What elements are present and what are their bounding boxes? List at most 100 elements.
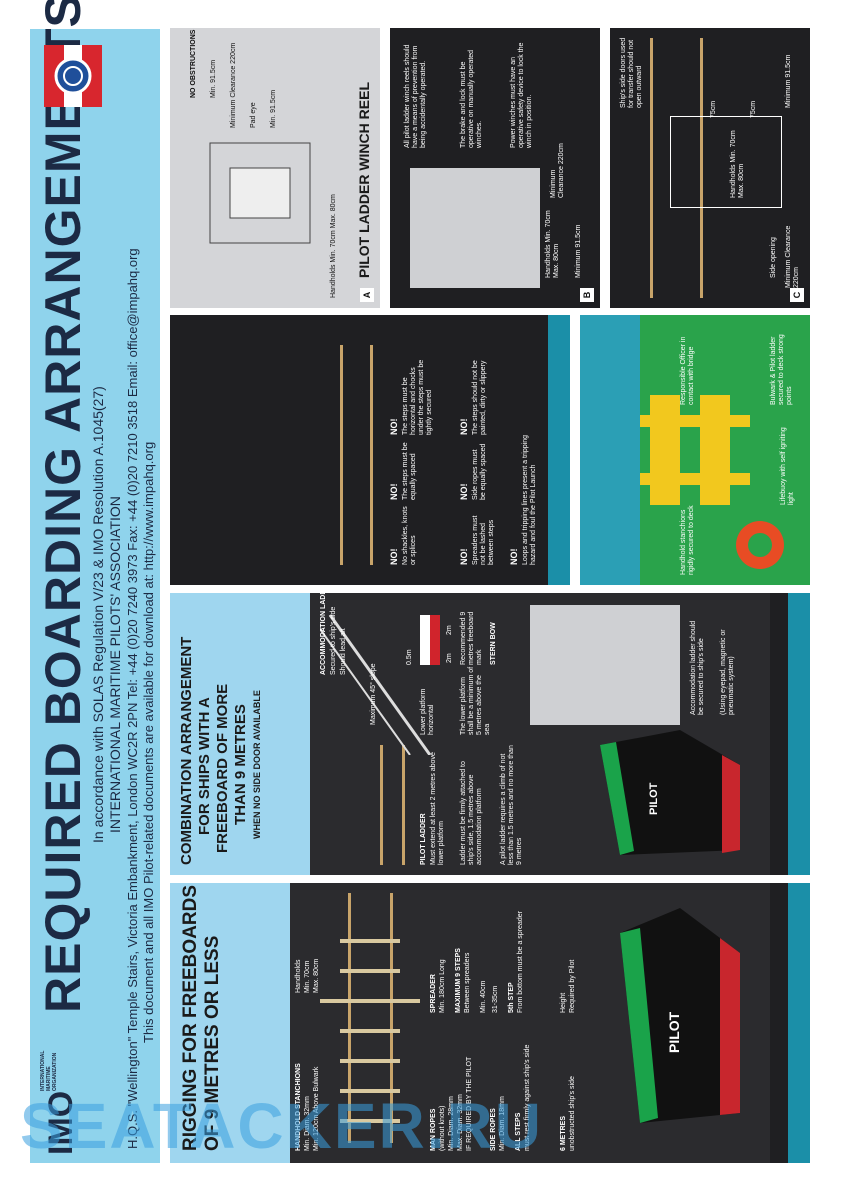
handhold-secured: Handhold stanchions rigidly secured to d… (680, 505, 695, 575)
min-clearance-b: Minimum Clearance 220cm (550, 143, 565, 198)
no-6-text: The steps should not be painted, dirty o… (472, 360, 487, 435)
handholds-b: Handholds Min. 70cm Max. 80cm (545, 210, 560, 278)
height-note: Required by Pilot (569, 959, 576, 1013)
combination-title-1: COMBINATION ARRANGEMENT (178, 636, 195, 865)
dim-75cm-a: 75cm (710, 100, 717, 118)
dim-05m: 0.5m (406, 649, 413, 665)
panel-combination: COMBINATION ARRANGEMENT FOR SHIPS WITH A… (170, 593, 810, 875)
no-2-text: The steps must be equally spaced (402, 442, 417, 500)
winch-note-1: All pilot ladder winch reels should have… (404, 44, 427, 149)
freeboard-mark-white (420, 615, 430, 665)
panel-winch-a: A PILOT LADDER WINCH REEL NO OBSTRUCTION… (170, 28, 380, 308)
combination-title-4: THAN 9 METRES (232, 704, 249, 825)
winch-title: PILOT LADDER WINCH REEL (356, 82, 372, 278)
spreader-step (320, 999, 420, 1003)
panel-rigging: RIGGING FOR FREEBOARDS OF 9 METRES OR LE… (170, 883, 810, 1163)
sea-area (788, 593, 810, 875)
panel-winch-b: B All pilot ladder winch reels should ha… (390, 28, 600, 308)
lifebuoy-note: Lifebuoy with self igniting light (780, 427, 795, 505)
max-slope: Maximum 45° slope (370, 663, 377, 725)
lower-platform-5m: The lower platform shall be a minimum of… (460, 666, 491, 735)
fifth-step-label: 5th STEP (508, 982, 515, 1013)
accommodation-ladder-label: ACCOMMODATION LADDER (320, 593, 327, 675)
bulwark-secured: Bulwark & Pilot ladder secured to deck s… (770, 334, 793, 405)
step-spacing: 31-35cm (492, 985, 499, 1013)
side-rope (340, 345, 343, 565)
badge-a: A (360, 288, 374, 302)
pilot-ladder-rope (380, 745, 383, 865)
stern-bow: STERN BOW (490, 622, 497, 665)
winch-diagram (410, 168, 540, 288)
detail-inset (530, 605, 680, 725)
pilot-boat-icon (620, 908, 740, 1123)
side-rope (650, 38, 653, 298)
winch-reel-icon (209, 142, 311, 244)
side-doors-note: Ship's side doors used for transfer shou… (620, 37, 643, 108)
min-915-c: Minimum 91.5cm (785, 54, 792, 108)
combination-title-5: WHEN NO SIDE DOOR AVAILABLE (252, 690, 262, 839)
acc-method: (Using eyepad, magnetic or pneumatic sys… (720, 629, 735, 715)
dim-2m-a: 2m (446, 653, 453, 663)
page-title: REQUIRED BOARDING ARRANGEMENTS FOR PILOT (35, 0, 91, 1013)
side-rope (370, 345, 373, 565)
pilot-ladder-label: PILOT LADDER (420, 813, 427, 865)
handholds-label: Handholds (295, 959, 302, 993)
boat-name: PILOT (666, 1011, 682, 1053)
spreader-label: SPREADER (430, 974, 437, 1013)
acc-secured-side: Accommodation ladder should be secured t… (690, 620, 705, 715)
no-5-text: Side ropes must be equally spaced (472, 443, 487, 500)
acc-lead-aft: Should lead aft (340, 628, 347, 675)
no-1-text: No shackles, knots or splices (402, 506, 417, 565)
six-metres-label: 6 METRES (560, 1115, 567, 1151)
min-915-b: Min. 91.5cm (270, 89, 277, 128)
six-metres-note: unobstructed ship's side (569, 1076, 576, 1151)
min-915-a: Min. 91.5cm (210, 59, 217, 98)
dim-2m-b: 2m (446, 625, 453, 635)
fifth-step-note: From bottom must be a spreader (517, 911, 524, 1013)
ladder-step (340, 1029, 400, 1033)
handholds-a: Handholds Min. 70cm Max. 80cm (330, 194, 337, 298)
combination-title-3: FREEBOARD OF MORE (214, 683, 231, 853)
solas-reference: In accordance with SOLAS Regulation V/23… (90, 386, 106, 843)
watermark-text: SEATACKER.RU (20, 1090, 543, 1162)
header-banner: IMO INTERNATIONAL MARITIME ORGANIZATION … (30, 0, 160, 1163)
pilot-boat-icon (600, 730, 740, 855)
max-steps-label: MAXIMUM 9 STEPS (455, 948, 462, 1013)
spreader-length: Min. 180cm Long (439, 959, 446, 1013)
ladder-attached-note: Ladder must be firmly attached to ship's… (460, 761, 483, 865)
combination-title-2: FOR SHIPS WITH A (196, 697, 213, 835)
acc-secured: Secured to ship's side (330, 606, 337, 675)
impa-flag-icon (44, 45, 102, 107)
badge-b: B (580, 288, 594, 302)
winch-note-3: Power winches must have an operative saf… (510, 42, 533, 148)
boat-name: PILOT (648, 782, 660, 815)
max-steps-note: Between spreaders (464, 952, 471, 1013)
no-1: NO! (389, 548, 399, 566)
ladder-step (340, 1059, 400, 1063)
side-opening: Side opening (770, 237, 777, 278)
handholds-min: Min. 70cm (304, 960, 311, 993)
climb-note: A pilot ladder requires a climb of not l… (500, 745, 523, 865)
lower-platform-horizontal: Lower platform horizontal (420, 688, 435, 735)
min-clearance-a: Minimum Clearance 220cm (230, 42, 237, 128)
responsible-officer: Responsible Officer in contact with brid… (680, 336, 695, 405)
no-3-text: The steps must be horizontal and chocks … (402, 359, 433, 435)
min-915-b-label: Minimum 91.5cm (575, 224, 582, 278)
pilot-ladder-rope (402, 745, 405, 865)
min-clearance-c: Minimum Clearance 220cm (785, 225, 800, 288)
no-7-text: Loops and tripping lines present a tripp… (522, 435, 537, 565)
winch-note-2: The brake and lock must be operative on … (460, 49, 483, 148)
sea-area (788, 883, 810, 1163)
panel-bulwark: Handhold stanchions rigidly secured to d… (580, 315, 810, 585)
no-obstructions: NO OBSTRUCTIONS (190, 29, 197, 98)
no-4-text: Spreaders must not be lashed between ste… (472, 515, 495, 565)
dim-75cm-b: 75cm (750, 100, 757, 118)
pilot-ladder-note: Must extend at least 2 metres above lowe… (430, 752, 445, 865)
recommended-mark: Recommended 9 metres freeboard mark (460, 611, 483, 665)
association-name: INTERNATIONAL MARITIME PILOTS' ASSOCIATI… (107, 496, 123, 833)
lifebuoy-icon (736, 521, 784, 569)
no-3: NO! (389, 418, 399, 436)
accommodation-ladder-icon (320, 614, 432, 755)
min-40cm: Min. 40cm (480, 980, 487, 1013)
